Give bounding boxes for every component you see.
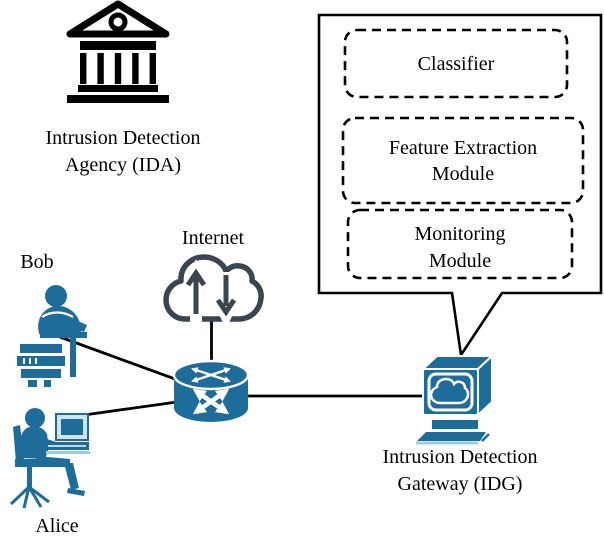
idg-label-line2: Gateway (IDG): [397, 473, 523, 495]
ida-label: Intrusion Detection Agency (IDA): [23, 125, 223, 179]
connector-alice-router: [82, 399, 186, 417]
module-label-feature-extraction: Feature Extraction Module: [388, 137, 538, 185]
bob-label: Bob: [20, 251, 54, 273]
module-box-monitoring: [346, 208, 574, 280]
idg-label-line1: Intrusion Detection: [382, 446, 538, 468]
person-at-computer-icon: [9, 408, 90, 509]
router-icon: [172, 359, 250, 422]
ida-label-line1: Intrusion Detection: [45, 127, 201, 149]
bank-icon: [66, 0, 170, 103]
person-at-desk-icon: [17, 285, 87, 387]
gateway-computer-icon: [416, 353, 495, 445]
module-box-feature-extraction: [341, 116, 585, 205]
alice-label: Alice: [35, 515, 79, 537]
ida-label-line2: Agency (IDA): [64, 154, 182, 176]
connector-bob-router: [58, 335, 188, 385]
module-label-monitoring: Monitoring Module: [414, 223, 506, 272]
module-box-classifier: [343, 28, 569, 99]
idg-label: Intrusion Detection Gateway (IDG): [360, 444, 560, 498]
cloud-up-down-icon: [163, 254, 264, 330]
module-label-classifier: Classifier: [417, 53, 495, 75]
internet-label: Internet: [181, 227, 245, 249]
